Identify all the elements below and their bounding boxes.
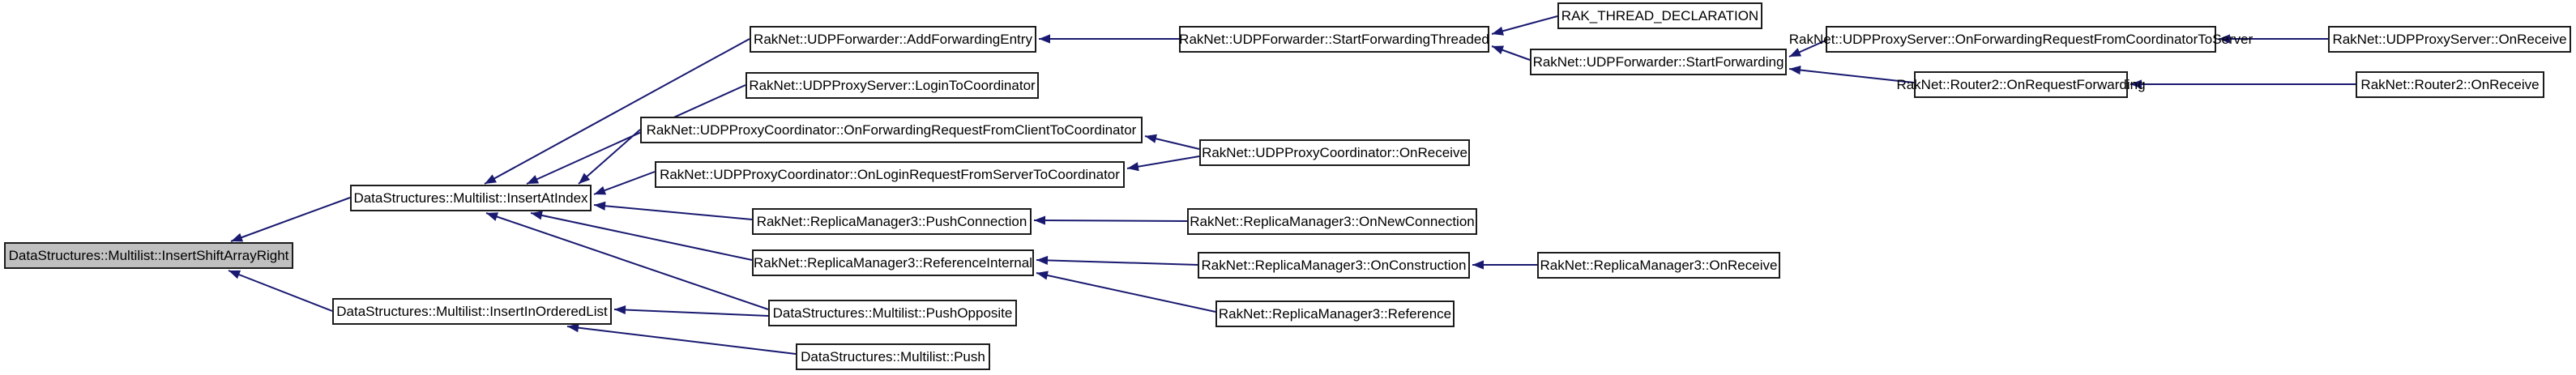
edge-insertInOrderedList-to-root bbox=[228, 270, 333, 312]
graph-node-on-forwarding-request-from-client-to-coordinator[interactable]: RakNet::UDPProxyCoordinator::OnForwardin… bbox=[640, 117, 1143, 143]
edge-push-to-insertInOrderedList bbox=[566, 323, 797, 355]
graph-node-push-connection[interactable]: RakNet::ReplicaManager3::PushConnection bbox=[752, 208, 1032, 235]
edge-rakThreadDeclaration-to-startForwardingThreaded bbox=[1491, 15, 1558, 36]
graph-node-start-forwarding[interactable]: RakNet::UDPForwarder::StartForwarding bbox=[1530, 49, 1787, 75]
edge-onForwardingRequestFromCoordinatorToServer-to-startForwarding bbox=[1788, 40, 1826, 58]
edge-referenceInternal-to-insertAtIndex bbox=[530, 211, 753, 261]
graph-node-login-to-coordinator[interactable]: RakNet::UDPProxyServer::LoginToCoordinat… bbox=[745, 72, 1039, 99]
graph-node-on-new-connection[interactable]: RakNet::ReplicaManager3::OnNewConnection bbox=[1187, 208, 1477, 235]
graph-node-replica-manager3-on-receive[interactable]: RakNet::ReplicaManager3::OnReceive bbox=[1537, 252, 1780, 279]
graph-node-router2-on-receive[interactable]: RakNet::Router2::OnReceive bbox=[2356, 71, 2544, 98]
graph-node-add-forwarding-entry[interactable]: RakNet::UDPForwarder::AddForwardingEntry bbox=[750, 26, 1036, 53]
graph-node-reference-internal[interactable]: RakNet::ReplicaManager3::ReferenceIntern… bbox=[752, 249, 1034, 276]
edge-pushConnection-to-insertAtIndex bbox=[593, 201, 753, 220]
graph-node-on-construction[interactable]: RakNet::ReplicaManager3::OnConstruction bbox=[1198, 252, 1470, 279]
edge-onConstruction-to-referenceInternal bbox=[1036, 255, 1198, 266]
edge-udpProxyCoordinatorOnReceive-to-onLoginRequestFromServerToCoordinator bbox=[1126, 156, 1200, 172]
graph-node-insert-in-ordered-list[interactable]: DataStructures::Multilist::InsertInOrder… bbox=[332, 298, 612, 325]
edge-udpProxyCoordinatorOnReceive-to-onForwardingRequestFromClientToCoordinator bbox=[1144, 134, 1200, 150]
edge-router2OnRequestForwarding-to-startForwarding bbox=[1788, 65, 1915, 83]
graph-node-on-login-request-from-server-to-coordinator[interactable]: RakNet::UDPProxyCoordinator::OnLoginRequ… bbox=[655, 161, 1125, 188]
graph-node-rak-thread-declaration[interactable]: RAK_THREAD_DECLARATION bbox=[1557, 2, 1762, 29]
edge-pushOpposite-to-insertAtIndex bbox=[485, 212, 769, 310]
edge-addForwardingEntry-to-insertAtIndex bbox=[484, 38, 750, 185]
graph-node-push[interactable]: DataStructures::Multilist::Push bbox=[796, 343, 990, 370]
edge-onForwardingRequestFromClientToCoordinator-to-insertAtIndex bbox=[578, 129, 641, 185]
edge-insertAtIndex-to-root bbox=[230, 197, 351, 242]
graph-node-udp-proxy-coordinator-on-receive[interactable]: RakNet::UDPProxyCoordinator::OnReceive bbox=[1199, 139, 1470, 166]
edge-pushOpposite-to-insertInOrderedList bbox=[613, 305, 769, 317]
edge-loginToCoordinator-to-insertAtIndex bbox=[526, 84, 746, 185]
graph-node-udp-proxy-server-on-receive[interactable]: RakNet::UDPProxyServer::OnReceive bbox=[2328, 26, 2571, 53]
graph-node-start-forwarding-threaded[interactable]: RakNet::UDPForwarder::StartForwardingThr… bbox=[1179, 26, 1489, 53]
edge-onNewConnection-to-pushConnection bbox=[1033, 215, 1188, 225]
edge-reference-to-referenceInternal bbox=[1036, 271, 1216, 313]
graph-node-insert-shift-array-right: DataStructures::Multilist::InsertShiftAr… bbox=[4, 242, 293, 269]
graph-node-router2-on-request-forwarding[interactable]: RakNet::Router2::OnRequestForwarding bbox=[1896, 71, 2146, 98]
graph-node-reference[interactable]: RakNet::ReplicaManager3::Reference bbox=[1215, 300, 1455, 327]
graph-node-on-forwarding-request-from-coordinator-to-server[interactable]: RakNet::UDPProxyServer::OnForwardingRequ… bbox=[1789, 26, 2253, 53]
edge-onLoginRequestFromServerToCoordinator-to-insertAtIndex bbox=[593, 171, 656, 195]
graph-node-push-opposite[interactable]: DataStructures::Multilist::PushOpposite bbox=[768, 300, 1017, 326]
edge-startForwarding-to-startForwardingThreaded bbox=[1491, 45, 1531, 61]
graph-node-insert-at-index[interactable]: DataStructures::Multilist::InsertAtIndex bbox=[350, 185, 592, 211]
